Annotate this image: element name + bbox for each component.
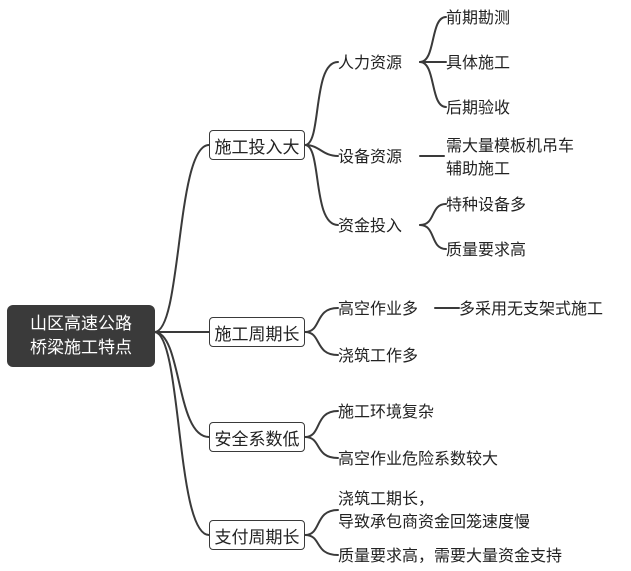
node-long-pouring-period-2: 导致承包商资金回笼速度慢 <box>338 512 531 531</box>
branch-construction-investment: 施工投入大 <box>209 130 305 160</box>
leaf-special-equipment: 特种设备多 <box>446 195 527 214</box>
node-pouring-work: 浇筑工作多 <box>338 346 419 365</box>
node-high-risk-factor: 高空作业危险系数较大 <box>338 449 499 468</box>
link-b2-n1 <box>304 307 339 333</box>
leaf-survey: 前期勘测 <box>446 8 511 27</box>
link-n1-c3 <box>419 61 447 108</box>
leaf-quality-requirement: 质量要求高 <box>446 240 527 259</box>
node-human-resources: 人力资源 <box>338 53 403 72</box>
branch-label: 施工周期长 <box>214 324 300 345</box>
link-root-b4 <box>154 331 210 536</box>
link-root-b1 <box>154 144 210 333</box>
node-high-altitude-detail: 多采用无支架式施工 <box>459 299 604 318</box>
branch-construction-period: 施工周期长 <box>209 317 305 347</box>
leaf-acceptance: 后期验收 <box>446 98 511 117</box>
link-root-b3 <box>154 331 210 438</box>
link-b3-n1 <box>304 410 339 438</box>
branch-payment-period: 支付周期长 <box>209 520 305 550</box>
node-quality-capital: 质量要求高，需要大量资金支持 <box>338 546 563 565</box>
leaf-construction: 具体施工 <box>446 53 511 72</box>
link-n3-c2 <box>419 224 447 250</box>
link-b4-n2 <box>304 534 339 556</box>
branch-label: 支付周期长 <box>214 527 300 548</box>
link-n1-c1 <box>419 16 447 63</box>
branch-label: 施工投入大 <box>214 137 300 158</box>
link-b1-n1 <box>304 61 339 146</box>
node-equipment-resources: 设备资源 <box>338 147 403 166</box>
link-b1-n3 <box>304 144 339 226</box>
branch-safety-factor: 安全系数低 <box>209 422 305 452</box>
link-b3-n2 <box>304 436 339 459</box>
node-complex-environment: 施工环境复杂 <box>338 402 435 421</box>
root-line-2: 桥梁施工特点 <box>30 338 132 358</box>
link-b2-n2 <box>304 331 339 356</box>
link-n3-c1 <box>419 203 447 226</box>
root-node: 山区高速公路 桥梁施工特点 <box>7 305 155 367</box>
node-capital-investment: 资金投入 <box>338 216 403 235</box>
root-line-1: 山区高速公路 <box>30 314 132 334</box>
node-high-altitude-work: 高空作业多 <box>338 299 419 318</box>
leaf-equipment-detail-1: 需大量模板机吊车 <box>446 136 575 155</box>
link-b4-n1 <box>304 509 339 536</box>
node-long-pouring-period-1: 浇筑工期长， <box>338 489 435 508</box>
branch-label: 安全系数低 <box>214 429 300 450</box>
leaf-equipment-detail-2: 辅助施工 <box>446 159 511 178</box>
